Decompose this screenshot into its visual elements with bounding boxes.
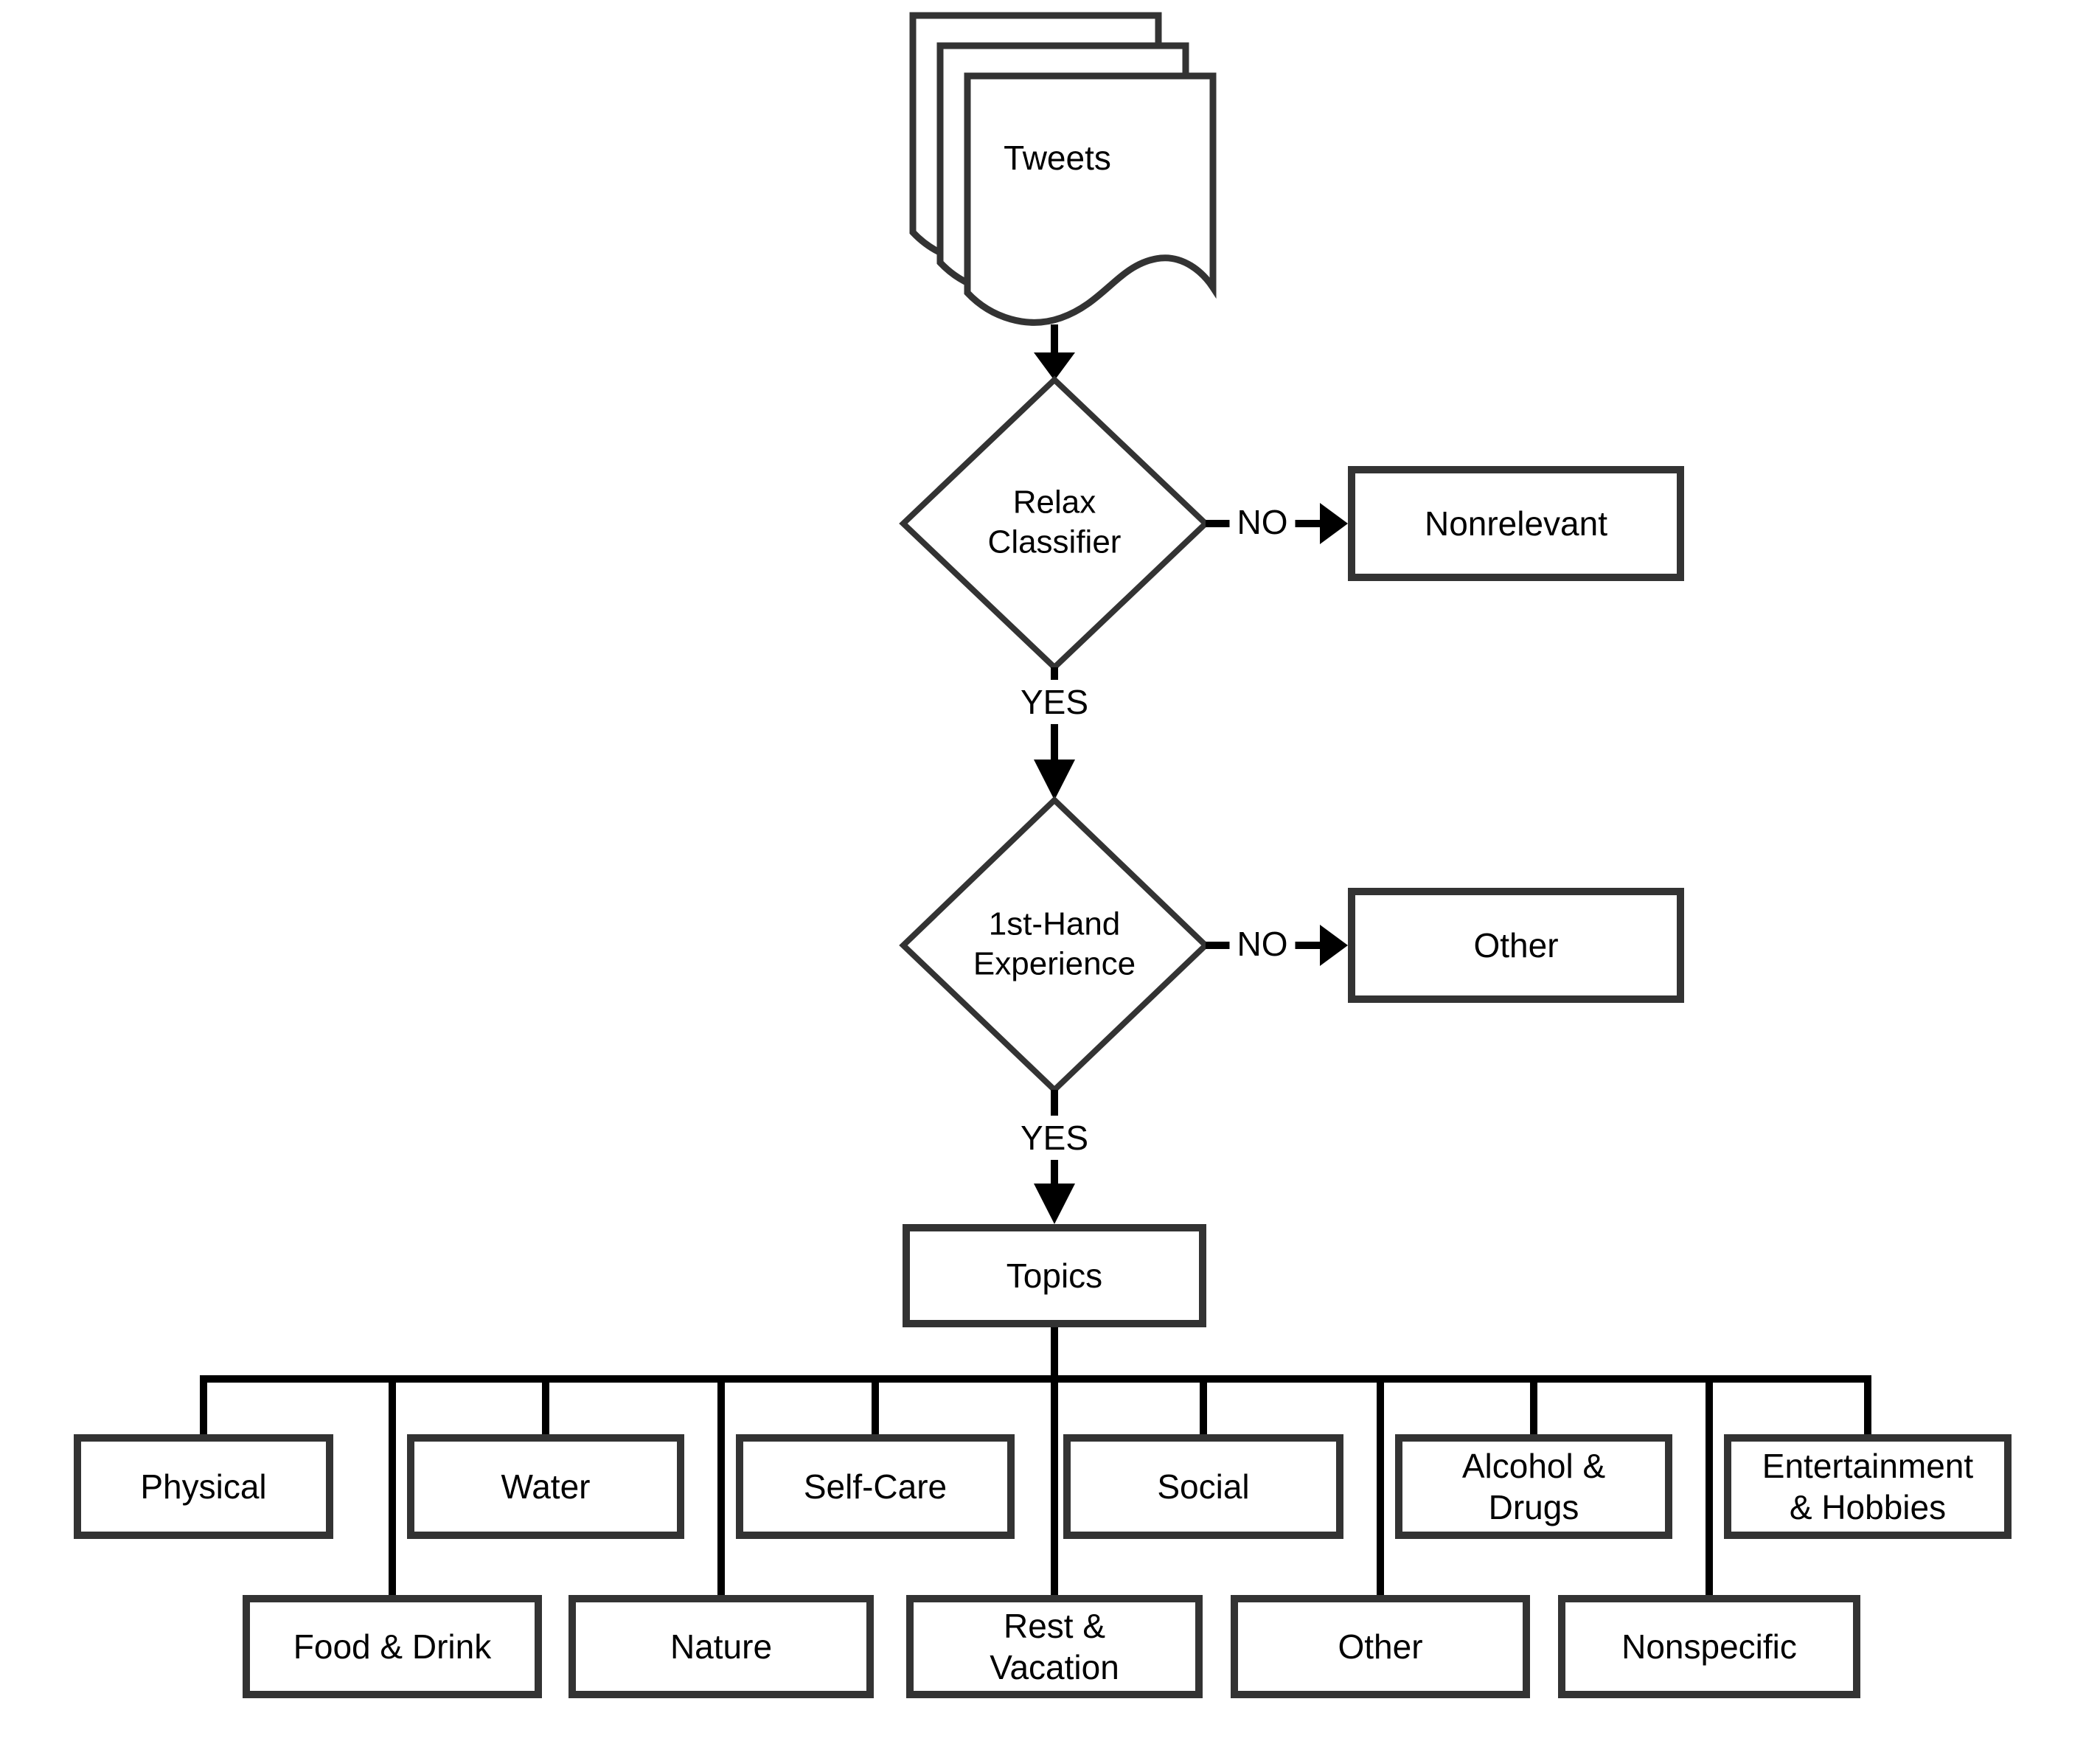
topic-box-water: Water bbox=[407, 1434, 684, 1539]
arrowhead-yes-1 bbox=[1034, 760, 1075, 800]
topic-box-food-drink: Food & Drink bbox=[243, 1595, 542, 1698]
topic-box-entertainment-hobbies: Entertainment & Hobbies bbox=[1724, 1434, 2012, 1539]
topic-box-alcohol-drugs: Alcohol & Drugs bbox=[1395, 1434, 1672, 1539]
topic-box-physical: Physical bbox=[74, 1434, 333, 1539]
no-label-1: NO bbox=[1229, 499, 1296, 545]
nonrelevant-box: Nonrelevant bbox=[1348, 466, 1684, 581]
edge-topics-bus bbox=[200, 1375, 1871, 1434]
arrowhead-yes-2 bbox=[1034, 1184, 1075, 1224]
arrowhead-tweets-to-classifier bbox=[1034, 352, 1075, 380]
first-hand-experience-label: 1st-Hand Experience bbox=[973, 906, 1136, 981]
tweets-label: Tweets bbox=[1004, 138, 1111, 177]
topic-box-nature: Nature bbox=[569, 1595, 874, 1698]
arrowhead-no-2 bbox=[1320, 925, 1348, 966]
topic-box-rest-vacation: Rest & Vacation bbox=[906, 1595, 1203, 1698]
arrowhead-no-1 bbox=[1320, 503, 1348, 544]
topic-box-self-care: Self-Care bbox=[736, 1434, 1015, 1539]
other-outcome-box: Other bbox=[1348, 888, 1684, 1003]
topic-box-social: Social bbox=[1063, 1434, 1343, 1539]
no-label-2: NO bbox=[1229, 921, 1296, 967]
document-page-front bbox=[967, 76, 1213, 322]
topics-box: Topics bbox=[903, 1224, 1206, 1327]
relax-classifier-label: Relax Classifier bbox=[987, 484, 1122, 560]
topic-box-other: Other bbox=[1231, 1595, 1530, 1698]
yes-label-2: YES bbox=[1012, 1115, 1096, 1161]
topic-box-nonspecific: Nonspecific bbox=[1558, 1595, 1860, 1698]
yes-label-1: YES bbox=[1012, 679, 1096, 725]
